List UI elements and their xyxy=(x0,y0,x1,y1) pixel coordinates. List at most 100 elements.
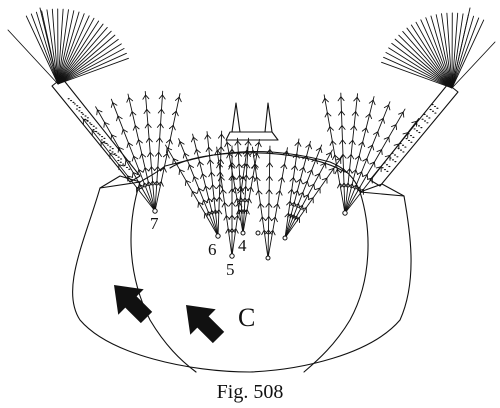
fan-4-barb xyxy=(236,164,239,168)
arrows xyxy=(101,272,231,350)
fan-right-barb xyxy=(403,112,404,117)
seta-socket-c3 xyxy=(283,236,287,240)
fan-right-barb xyxy=(351,155,354,159)
stipple-dot xyxy=(111,151,113,152)
fan-right-barb xyxy=(396,125,397,130)
stipple-dot xyxy=(87,117,89,118)
right-antenna-brush-seta xyxy=(452,16,474,88)
stipple-dot xyxy=(101,136,103,137)
fan-7-barb xyxy=(111,103,112,108)
stipple-dot xyxy=(436,108,438,109)
stipple-dot xyxy=(388,166,390,167)
stipple-dot xyxy=(126,167,128,168)
stipple-dot xyxy=(394,161,396,162)
fan-right-barb xyxy=(363,142,365,147)
stipple-dot xyxy=(408,140,410,141)
fan-right-barb xyxy=(350,169,353,173)
fan-right-barb xyxy=(370,114,372,119)
labral-lobe xyxy=(226,103,278,140)
fan-right-barb xyxy=(333,155,335,159)
fan-7-barb xyxy=(145,124,148,128)
fan-right-barb xyxy=(362,172,363,177)
fan-7-barb xyxy=(170,139,172,144)
stipple-dot xyxy=(418,132,420,133)
fan-c3-barb xyxy=(312,170,313,175)
fan-4-barb xyxy=(227,153,229,157)
seta-label-7: 7 xyxy=(150,214,159,233)
fan-7-barb xyxy=(130,112,132,117)
left-antenna-brush-seta xyxy=(36,12,58,84)
fan-4-barb xyxy=(251,187,253,191)
fan-7-barb xyxy=(179,97,181,102)
fan-7-barb xyxy=(104,122,105,127)
stipple-dot xyxy=(424,114,426,115)
fan-c3-barb xyxy=(293,178,295,182)
panel-label: C xyxy=(238,303,255,332)
fan-c3-barb xyxy=(321,148,322,153)
fan-right-barb xyxy=(382,150,383,155)
arrow-center xyxy=(173,292,231,350)
fan-6-barb xyxy=(207,212,208,217)
seta-socket-r xyxy=(343,211,347,215)
fan-6-barb xyxy=(222,134,225,138)
fan-right-barb xyxy=(389,137,390,142)
fan-6-barb xyxy=(183,153,184,158)
fan-6-barb xyxy=(209,172,212,176)
fan-c-barb xyxy=(269,217,272,221)
stipple-dot xyxy=(120,162,122,163)
fan-7-barb xyxy=(97,110,98,115)
fan-5-barb xyxy=(226,229,228,233)
fan-right-barb xyxy=(383,118,384,123)
stipple-dot xyxy=(120,158,122,159)
fan-7-barb xyxy=(173,125,175,130)
stipple-dot xyxy=(99,134,101,135)
fan-7-barb xyxy=(132,172,133,177)
fan-c-barb xyxy=(275,217,277,221)
fan-right-barb xyxy=(360,187,361,192)
fan-6-barb xyxy=(207,160,210,164)
fan-5-barb xyxy=(224,216,226,220)
fan-7-barb xyxy=(159,152,162,156)
fan-4-barb xyxy=(235,198,237,202)
fan-6-barb xyxy=(198,202,199,207)
left-antenna-segment xyxy=(52,78,140,182)
stipple-dot xyxy=(109,150,111,151)
fan-right-barb xyxy=(335,169,337,173)
stipple-dot xyxy=(92,129,94,130)
fan-7-barb xyxy=(140,154,142,159)
stipple-dot xyxy=(432,111,434,112)
stipple-dot xyxy=(103,138,105,139)
fan-c3-barb xyxy=(303,205,304,210)
fan-7-barb xyxy=(111,135,112,140)
stipple-dot xyxy=(430,109,432,110)
fan-c-barb xyxy=(280,191,282,195)
stipple-dot xyxy=(81,112,83,113)
fan-right-barb xyxy=(357,97,360,101)
stipple-dot xyxy=(117,160,119,161)
seta-socket-c2 xyxy=(266,256,270,260)
fan-right-barb xyxy=(340,140,343,144)
fan-7-barb xyxy=(149,167,152,171)
fan-right-barb xyxy=(356,112,359,116)
fan-6-barb xyxy=(166,148,167,153)
stipple-dot xyxy=(396,156,398,157)
fan-c-barb xyxy=(285,164,287,168)
stipple-dot xyxy=(109,146,111,147)
stipple-dot xyxy=(76,105,78,106)
stipple-dot xyxy=(107,144,109,145)
fan-7-barb xyxy=(140,185,141,190)
fan-4-barb xyxy=(248,141,251,145)
fan-7-barb xyxy=(160,138,163,142)
fan-7-barb xyxy=(132,156,133,161)
fan-6-barb xyxy=(188,165,189,170)
fan-c-barb xyxy=(262,230,264,234)
fan-6-barb xyxy=(194,149,196,154)
stipple-dot xyxy=(90,124,92,125)
fan-7-barb xyxy=(125,160,126,165)
stipple-dot xyxy=(400,150,402,151)
fan-c-barb xyxy=(269,190,272,194)
fan-right-barb xyxy=(323,98,325,102)
fan-7-barb xyxy=(161,124,164,128)
stipple-dot xyxy=(432,104,434,105)
